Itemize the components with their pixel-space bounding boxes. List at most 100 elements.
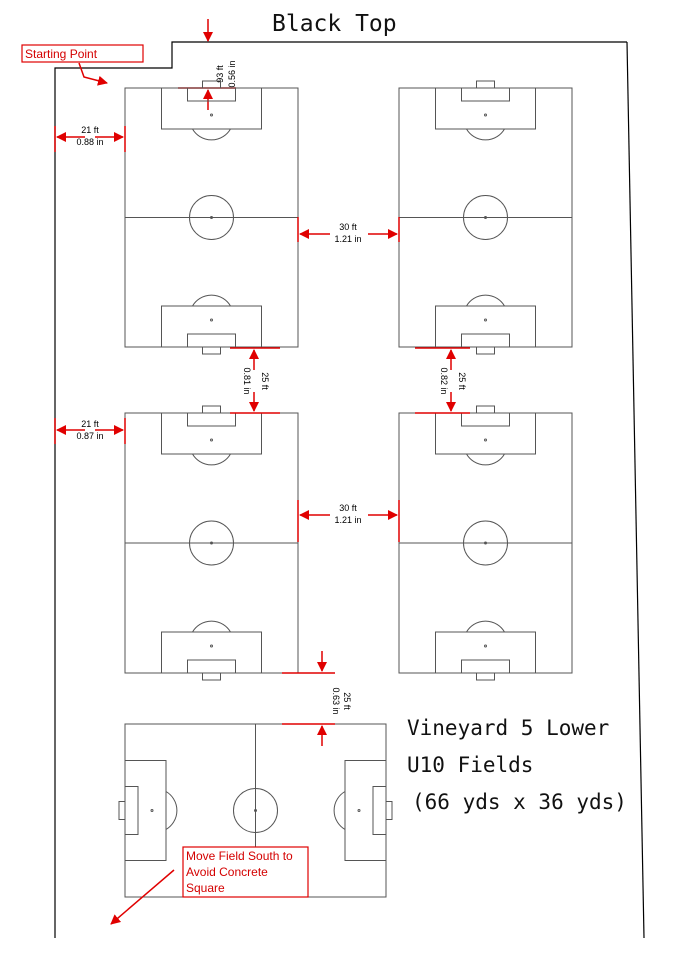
bottom-spacing-ft: 25 ft bbox=[342, 692, 352, 710]
center-circle bbox=[189, 195, 234, 240]
row2-left-gap-in: 0.87 in bbox=[76, 431, 103, 441]
center-circle bbox=[189, 520, 234, 566]
spot bbox=[210, 318, 213, 322]
field-label-line1: Vineyard 5 Lower bbox=[407, 716, 609, 740]
bottom-spacing-in: 0.63 in bbox=[331, 687, 341, 714]
row1-between-gap-dimension: 30 ft 1.21 in bbox=[297, 217, 400, 244]
goal-area-bottom bbox=[461, 659, 510, 674]
goal-top bbox=[476, 405, 495, 414]
goal-area-top bbox=[461, 87, 510, 102]
penalty-arc-bottom bbox=[192, 294, 231, 307]
site-boundary bbox=[54, 41, 645, 939]
row2-between-gap-ft: 30 ft bbox=[339, 503, 357, 513]
row2-between-gap-dimension: 30 ft 1.21 in bbox=[297, 500, 400, 542]
spot bbox=[484, 644, 487, 648]
goal-right bbox=[385, 801, 393, 820]
center-circle bbox=[463, 520, 508, 566]
starting-point-label: Starting Point bbox=[25, 47, 98, 61]
row-spacing-left-dimension: 25 ft 0.81 in bbox=[230, 347, 280, 414]
goal-area-bottom bbox=[461, 333, 510, 348]
black-top-label: Black Top bbox=[272, 11, 397, 37]
penalty-arc-top bbox=[192, 453, 231, 466]
spot bbox=[210, 216, 213, 219]
goal-area-bottom bbox=[187, 333, 236, 348]
penalty-area-right bbox=[344, 760, 387, 861]
spot bbox=[254, 809, 257, 812]
goal-bottom bbox=[476, 346, 495, 355]
goal-area-left bbox=[124, 786, 139, 835]
goal-bottom bbox=[476, 672, 495, 681]
goal-area-top bbox=[461, 412, 510, 427]
row1-left-gap-ft: 21 ft bbox=[81, 125, 99, 135]
goal-top bbox=[202, 80, 221, 89]
center-circle bbox=[463, 195, 508, 240]
move-note-line1: Move Field South to bbox=[186, 849, 293, 863]
spot bbox=[484, 438, 487, 442]
row2-left-gap-ft: 21 ft bbox=[81, 419, 99, 429]
penalty-arc-left bbox=[165, 791, 178, 830]
penalty-area-bottom bbox=[435, 305, 536, 348]
spot bbox=[484, 216, 487, 219]
row-spacing-right-in: 0.82 in bbox=[439, 367, 449, 394]
penalty-area-bottom bbox=[161, 631, 262, 674]
move-field-note: Move Field South to Avoid Concrete Squar… bbox=[110, 846, 309, 925]
soccer-field-1 bbox=[124, 80, 299, 355]
goal-top bbox=[202, 405, 221, 414]
soccer-field-4 bbox=[398, 405, 573, 681]
spot bbox=[150, 809, 154, 812]
top-offset-ft: 93 ft bbox=[215, 65, 225, 83]
goal-area-top bbox=[187, 87, 236, 102]
row-spacing-right-dimension: 25 ft 0.82 in bbox=[415, 347, 470, 414]
starting-point-callout: Starting Point bbox=[21, 44, 144, 86]
penalty-arc-bottom bbox=[192, 620, 231, 633]
top-offset-in: 0.56 in bbox=[227, 60, 237, 87]
row2-between-gap-in: 1.21 in bbox=[334, 515, 361, 525]
goal-bottom bbox=[202, 672, 221, 681]
spot bbox=[210, 644, 213, 648]
center-circle bbox=[233, 788, 278, 833]
penalty-area-top bbox=[435, 87, 536, 130]
penalty-area-bottom bbox=[435, 631, 536, 674]
penalty-arc-bottom bbox=[466, 294, 505, 307]
goal-area-top bbox=[187, 412, 236, 427]
row-spacing-left-ft: 25 ft bbox=[260, 372, 270, 390]
penalty-arc-right bbox=[333, 791, 346, 830]
penalty-area-bottom bbox=[161, 305, 262, 348]
penalty-arc-bottom bbox=[466, 620, 505, 633]
penalty-arc-top bbox=[192, 128, 231, 141]
soccer-fields bbox=[118, 80, 573, 898]
goal-left bbox=[118, 801, 126, 820]
field-label-line3: (66 yds x 36 yds) bbox=[412, 790, 627, 814]
goal-area-right bbox=[372, 786, 387, 835]
soccer-field-3 bbox=[124, 405, 299, 681]
bottom-spacing-dimension: 25 ft 0.63 in bbox=[282, 651, 352, 746]
spot bbox=[210, 438, 213, 442]
penalty-area-top bbox=[435, 412, 536, 455]
row1-left-gap-dimension: 21 ft 0.88 in bbox=[54, 125, 126, 152]
spot bbox=[484, 318, 487, 322]
penalty-arc-top bbox=[466, 128, 505, 141]
row-spacing-right-ft: 25 ft bbox=[457, 372, 467, 390]
spot bbox=[484, 113, 487, 117]
spot bbox=[484, 541, 487, 545]
row1-between-gap-in: 1.21 in bbox=[334, 234, 361, 244]
row1-left-gap-in: 0.88 in bbox=[76, 137, 103, 147]
spot bbox=[210, 541, 213, 545]
penalty-area-top bbox=[161, 87, 262, 130]
goal-area-bottom bbox=[187, 659, 236, 674]
top-offset-dimension: 93 ft 0.56 in bbox=[178, 60, 237, 110]
row2-left-gap-dimension: 21 ft 0.87 in bbox=[54, 418, 126, 444]
field-label-line2: U10 Fields bbox=[407, 753, 533, 777]
move-note-line3: Square bbox=[186, 881, 225, 895]
row1-between-gap-ft: 30 ft bbox=[339, 222, 357, 232]
move-note-line2: Avoid Concrete bbox=[186, 865, 268, 879]
spot bbox=[357, 809, 361, 812]
row-spacing-left-in: 0.81 in bbox=[242, 367, 252, 394]
goal-bottom bbox=[202, 346, 221, 355]
spot bbox=[210, 113, 213, 117]
penalty-arc-top bbox=[466, 453, 505, 466]
penalty-area-top bbox=[161, 412, 262, 455]
soccer-field-2 bbox=[398, 80, 573, 355]
penalty-area-left bbox=[124, 760, 167, 861]
